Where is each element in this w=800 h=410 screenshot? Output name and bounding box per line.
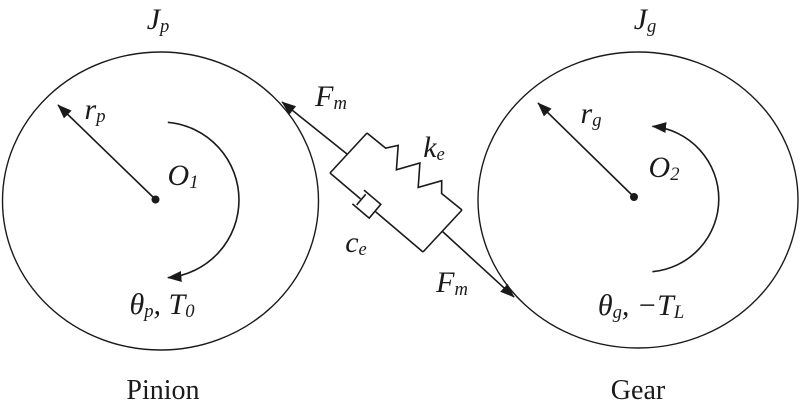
gear-rotation-separator: , − (621, 289, 658, 322)
mesh-damping-base: c (345, 226, 359, 259)
damper-piston (356, 193, 367, 206)
pinion-rotation-separator: , (153, 288, 169, 321)
mesh-force-upper-base: F (315, 80, 334, 113)
pinion-rotation-label: θp, T0 (129, 288, 195, 323)
gear-inertia-base: J (633, 3, 648, 36)
pinion-rotation-arrow (167, 121, 240, 282)
pinion-inertia-sub: p (160, 16, 170, 38)
gear-center-sub: 2 (670, 164, 680, 186)
gear-center-label: O2 (648, 151, 680, 186)
pinion-caption-text: Pinion (126, 375, 200, 406)
coupling-box-upper-edge (329, 132, 368, 174)
mesh-damping-label: ce (345, 226, 367, 261)
pinion-torque-sub: 0 (185, 301, 195, 323)
gear-angle-sub: g (612, 302, 622, 324)
gear-radius-base: r (580, 97, 593, 130)
gear-torque-base: T (657, 289, 674, 322)
gear-radius-arrow (537, 102, 635, 198)
pinion-torque-base: T (168, 288, 186, 321)
pinion-angle-sub: p (144, 301, 154, 323)
gear-rotation-label: θg, −TL (597, 289, 685, 324)
gear-inertia-label: Jg (633, 3, 657, 38)
pinion-inertia-base: J (146, 3, 161, 36)
pinion-caption: Pinion (126, 377, 199, 405)
damper-symbol (329, 172, 424, 253)
gear-center-base: O (648, 151, 671, 184)
gear-caption: Gear (611, 377, 665, 405)
gear-circle (477, 51, 799, 349)
pinion-radius-base: r (84, 93, 97, 126)
pinion-radius-sub: p (96, 106, 106, 128)
pinion-center-sub: 1 (189, 172, 199, 194)
mesh-force-upper-sub: m (333, 93, 347, 115)
mesh-stiffness-sub: e (436, 144, 445, 166)
pinion-center-label: O1 (167, 159, 199, 194)
pinion-circle (1, 51, 320, 351)
mesh-force-upper-arrow (281, 101, 348, 155)
pinion-angle-base: θ (129, 288, 145, 321)
mesh-force-lower-arrow (441, 230, 515, 298)
coupling-box-lower-edge (422, 209, 463, 253)
mesh-stiffness-label: ke (423, 131, 445, 166)
mesh-stiffness-base: k (423, 131, 437, 164)
damper-rod-right (374, 210, 424, 253)
damper-rod-left (329, 172, 362, 200)
mesh-force-lower-sub: m (454, 279, 468, 301)
pinion-radius-arrow (57, 104, 156, 200)
gear-inertia-sub: g (647, 16, 657, 38)
gear-angle-base: θ (597, 289, 613, 322)
gear-rotation-arrow (651, 122, 720, 273)
pinion-inertia-label: Jp (146, 3, 170, 38)
gear-radius-label: rg (580, 97, 602, 132)
gear-radius-sub: g (592, 110, 602, 132)
mesh-force-lower-base: F (436, 266, 455, 299)
mesh-force-upper-label: Fm (315, 80, 347, 115)
pinion-center-base: O (167, 159, 190, 192)
gear-caption-text: Gear (610, 375, 666, 406)
mesh-force-lower-label: Fm (436, 266, 468, 301)
pinion-radius-label: rp (84, 93, 106, 128)
gear-torque-sub: L (673, 302, 685, 324)
spring-symbol (366, 132, 463, 211)
mesh-damping-sub: e (358, 239, 367, 261)
